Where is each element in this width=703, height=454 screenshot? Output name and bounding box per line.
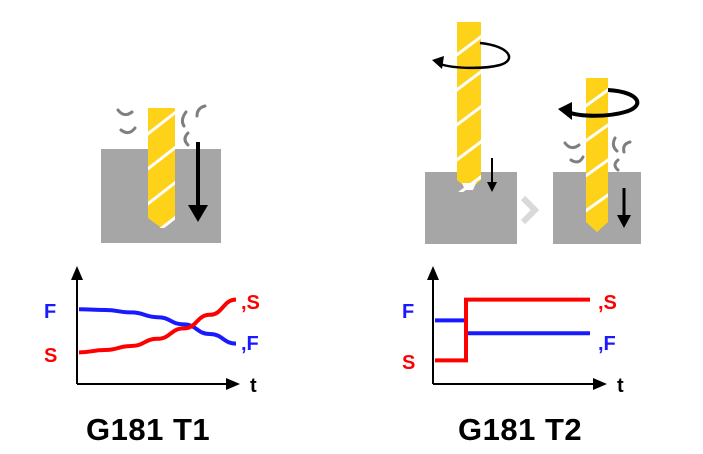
chip-icon xyxy=(563,136,632,172)
series-line-f xyxy=(78,307,237,346)
drill-bit-icon xyxy=(148,108,175,228)
series-end-label-f: ,F xyxy=(598,333,616,355)
series-end-label-s: ,S xyxy=(241,292,260,314)
graph-t1: F S t ,S ,F xyxy=(44,266,260,397)
t1-illustration xyxy=(101,104,221,243)
y-label-f: F xyxy=(44,301,56,323)
graph-t2: F S t ,S ,F xyxy=(402,266,624,397)
series-line-s xyxy=(435,297,590,363)
graph-t2-series xyxy=(435,297,590,363)
feed-arrow-icon xyxy=(487,158,497,192)
drill-bit-icon xyxy=(457,22,481,192)
series-line-f xyxy=(435,318,590,336)
feed-arrow-icon xyxy=(188,142,208,222)
y-label-f: F xyxy=(402,301,414,323)
series-line-s xyxy=(78,297,237,355)
rotation-arrow-icon xyxy=(432,41,511,70)
y-label-s: S xyxy=(402,352,415,374)
feed-arrow-icon xyxy=(617,188,631,228)
x-axis-arrow-icon xyxy=(226,378,240,390)
t2-illustration-step1 xyxy=(425,22,517,244)
chevron-right-icon xyxy=(520,195,540,225)
series-end-label-f: ,F xyxy=(241,333,259,355)
graph-t1-series xyxy=(78,297,237,355)
x-label-t: t xyxy=(250,375,257,397)
x-axis-arrow-icon xyxy=(593,378,607,390)
y-label-s: S xyxy=(44,345,57,367)
y-axis-arrow-icon xyxy=(427,266,439,280)
t2-illustration-step2 xyxy=(553,78,641,244)
x-label-t: t xyxy=(617,375,624,397)
rotation-arrow-icon xyxy=(558,88,640,120)
y-axis-arrow-icon xyxy=(71,266,83,280)
caption-g181-t2: G181 T2 xyxy=(458,412,583,447)
series-end-label-s: ,S xyxy=(598,292,617,314)
caption-g181-t1: G181 T1 xyxy=(86,412,211,447)
chip-icon xyxy=(116,104,207,147)
